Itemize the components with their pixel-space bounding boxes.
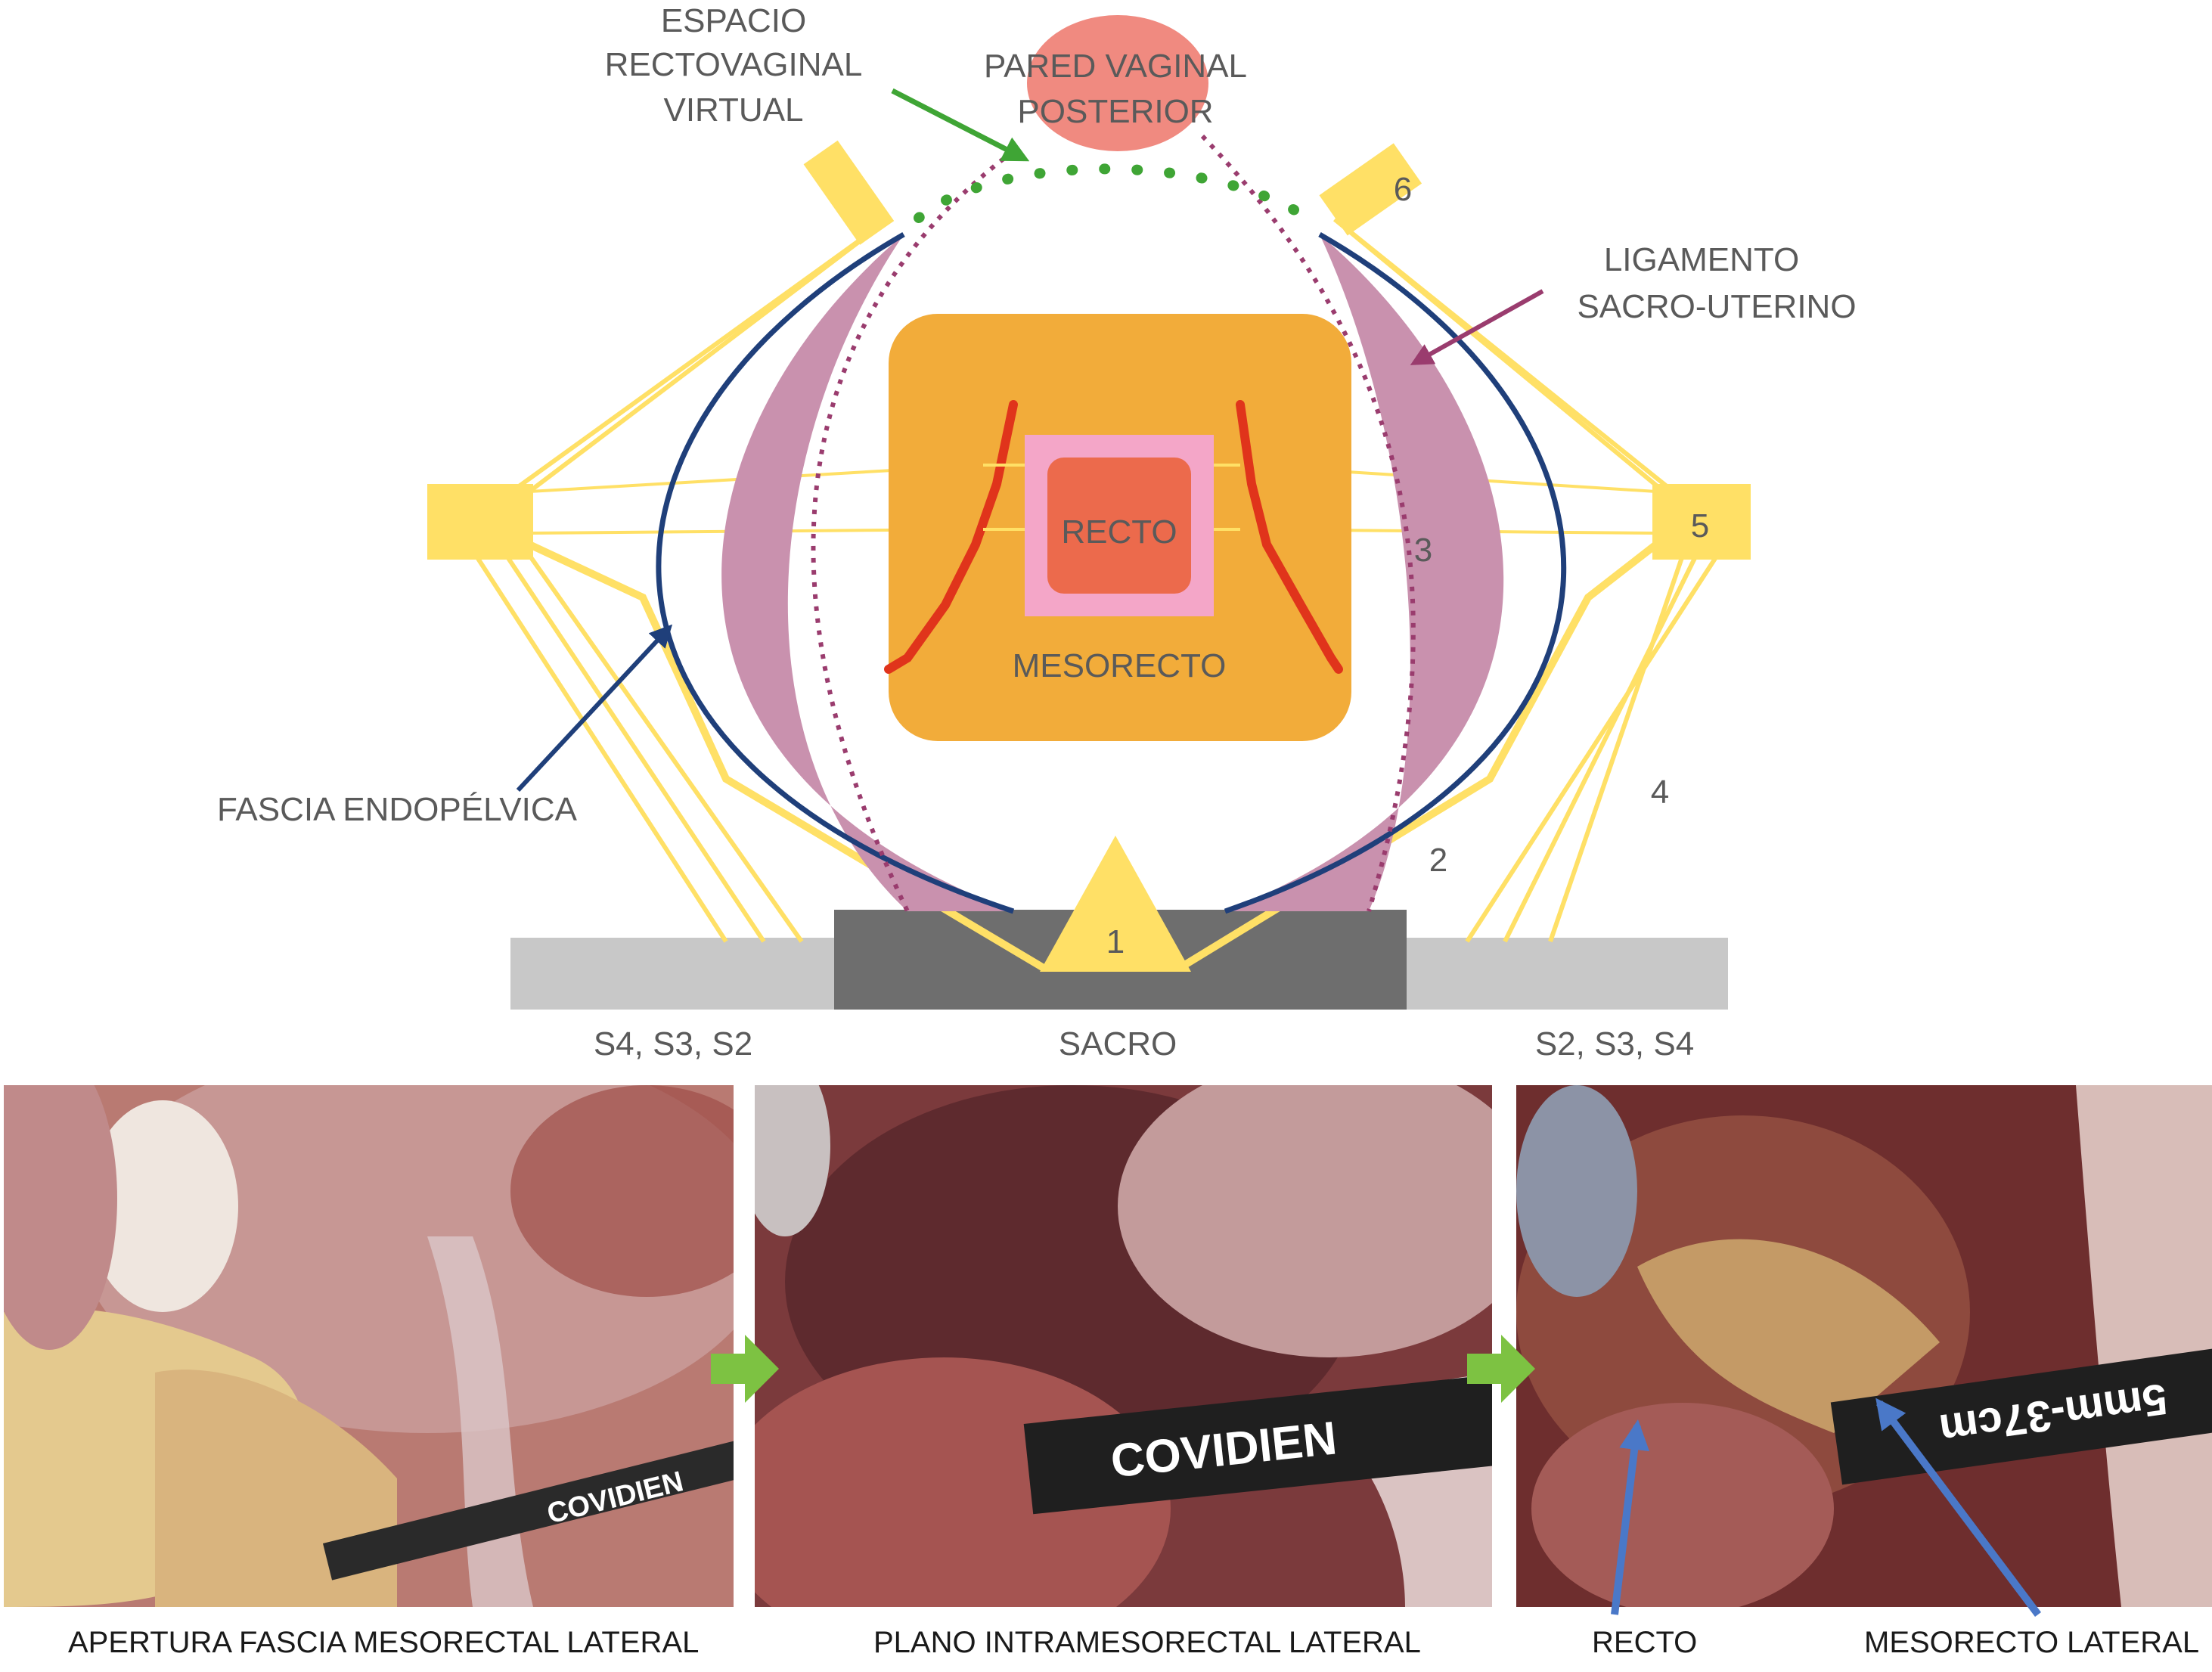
nerve-box-left [427,484,533,560]
mesorectal-fascia-right [1236,400,1343,674]
label-right-nerves: S2, S3, S4 [1535,1025,1694,1062]
photo-3: 5mm-37cm [1516,1085,2212,1607]
arrow-recto-pointer [1611,1419,1650,1615]
caption-mesorecto-lateral: MESORECTO LATERAL [1864,1626,2200,1659]
photo-1: COVIDIEN [4,1085,734,1607]
transition-arrow-1 [711,1335,779,1403]
caption-photo-2: PLANO INTRAMESORECTAL LATERAL [873,1626,1421,1659]
vaginal-wall-posterior [1027,15,1208,151]
label-left-nerves: S4, S3, S2 [594,1025,752,1062]
marker-triangle-1 [1040,836,1191,972]
label-number-2: 2 [1429,842,1447,879]
nerve-tab-6 [1319,143,1422,236]
label-sacro: SACRO [1059,1025,1177,1062]
transition-arrow-2 [1467,1335,1535,1403]
label-espacio-2: RECTOVAGINAL [605,46,863,83]
label-espacio-1: ESPACIO [661,2,806,39]
label-number-6: 6 [1394,171,1412,208]
label-espacio-3: VIRTUAL [663,92,803,129]
label-number-5: 5 [1691,507,1709,544]
label-number-3: 3 [1414,532,1432,569]
photo-3-pointer-arrows [1611,1397,2041,1617]
label-number-1: 1 [1106,923,1125,960]
label-ligamento-1: LIGAMENTO [1604,241,1799,278]
sacrum-lateral-right [1403,938,1728,1010]
mesorectal-fascia-left [884,400,1018,674]
caption-photo-1: APERTURA FASCIA MESORECTAL LATERAL [68,1626,700,1659]
arrow-mesorecto-pointer [1875,1397,2041,1617]
ligament-right [1225,234,1504,911]
photo-2: COVIDIEN [755,1085,1492,1607]
nerve-box-5 [1652,484,1751,560]
pelvic-anatomy-diagram: ESPACIO RECTOVAGINAL VIRTUAL PARED VAGIN… [217,2,1857,1062]
label-ligamento-2: SACRO-UTERINO [1577,288,1856,325]
arrow-fascia [516,624,673,793]
fascia-endopelvic-right [1224,231,1567,914]
rectum [1047,458,1191,594]
label-number-4: 4 [1651,774,1669,811]
label-mesorecto: MESORECTO [1013,647,1227,684]
rectovaginal-space [914,163,1325,232]
label-fascia: FASCIA ENDOPÉLVICA [217,791,578,828]
nerve-tab-left [803,140,895,245]
label-pared-2: POSTERIOR [1017,93,1213,130]
fascia-endopelvic-left [656,231,1015,914]
ligament-left [721,234,1013,911]
caption-recto: RECTO [1592,1626,1698,1659]
dotted-line-left [811,149,1015,913]
arrow-rectovaginal [891,88,1030,162]
label-pared-1: PARED VAGINAL [984,48,1247,85]
label-recto: RECTO [1061,513,1177,551]
sacrum-lateral-left [510,938,843,1010]
arrow-ligament [1410,289,1544,365]
